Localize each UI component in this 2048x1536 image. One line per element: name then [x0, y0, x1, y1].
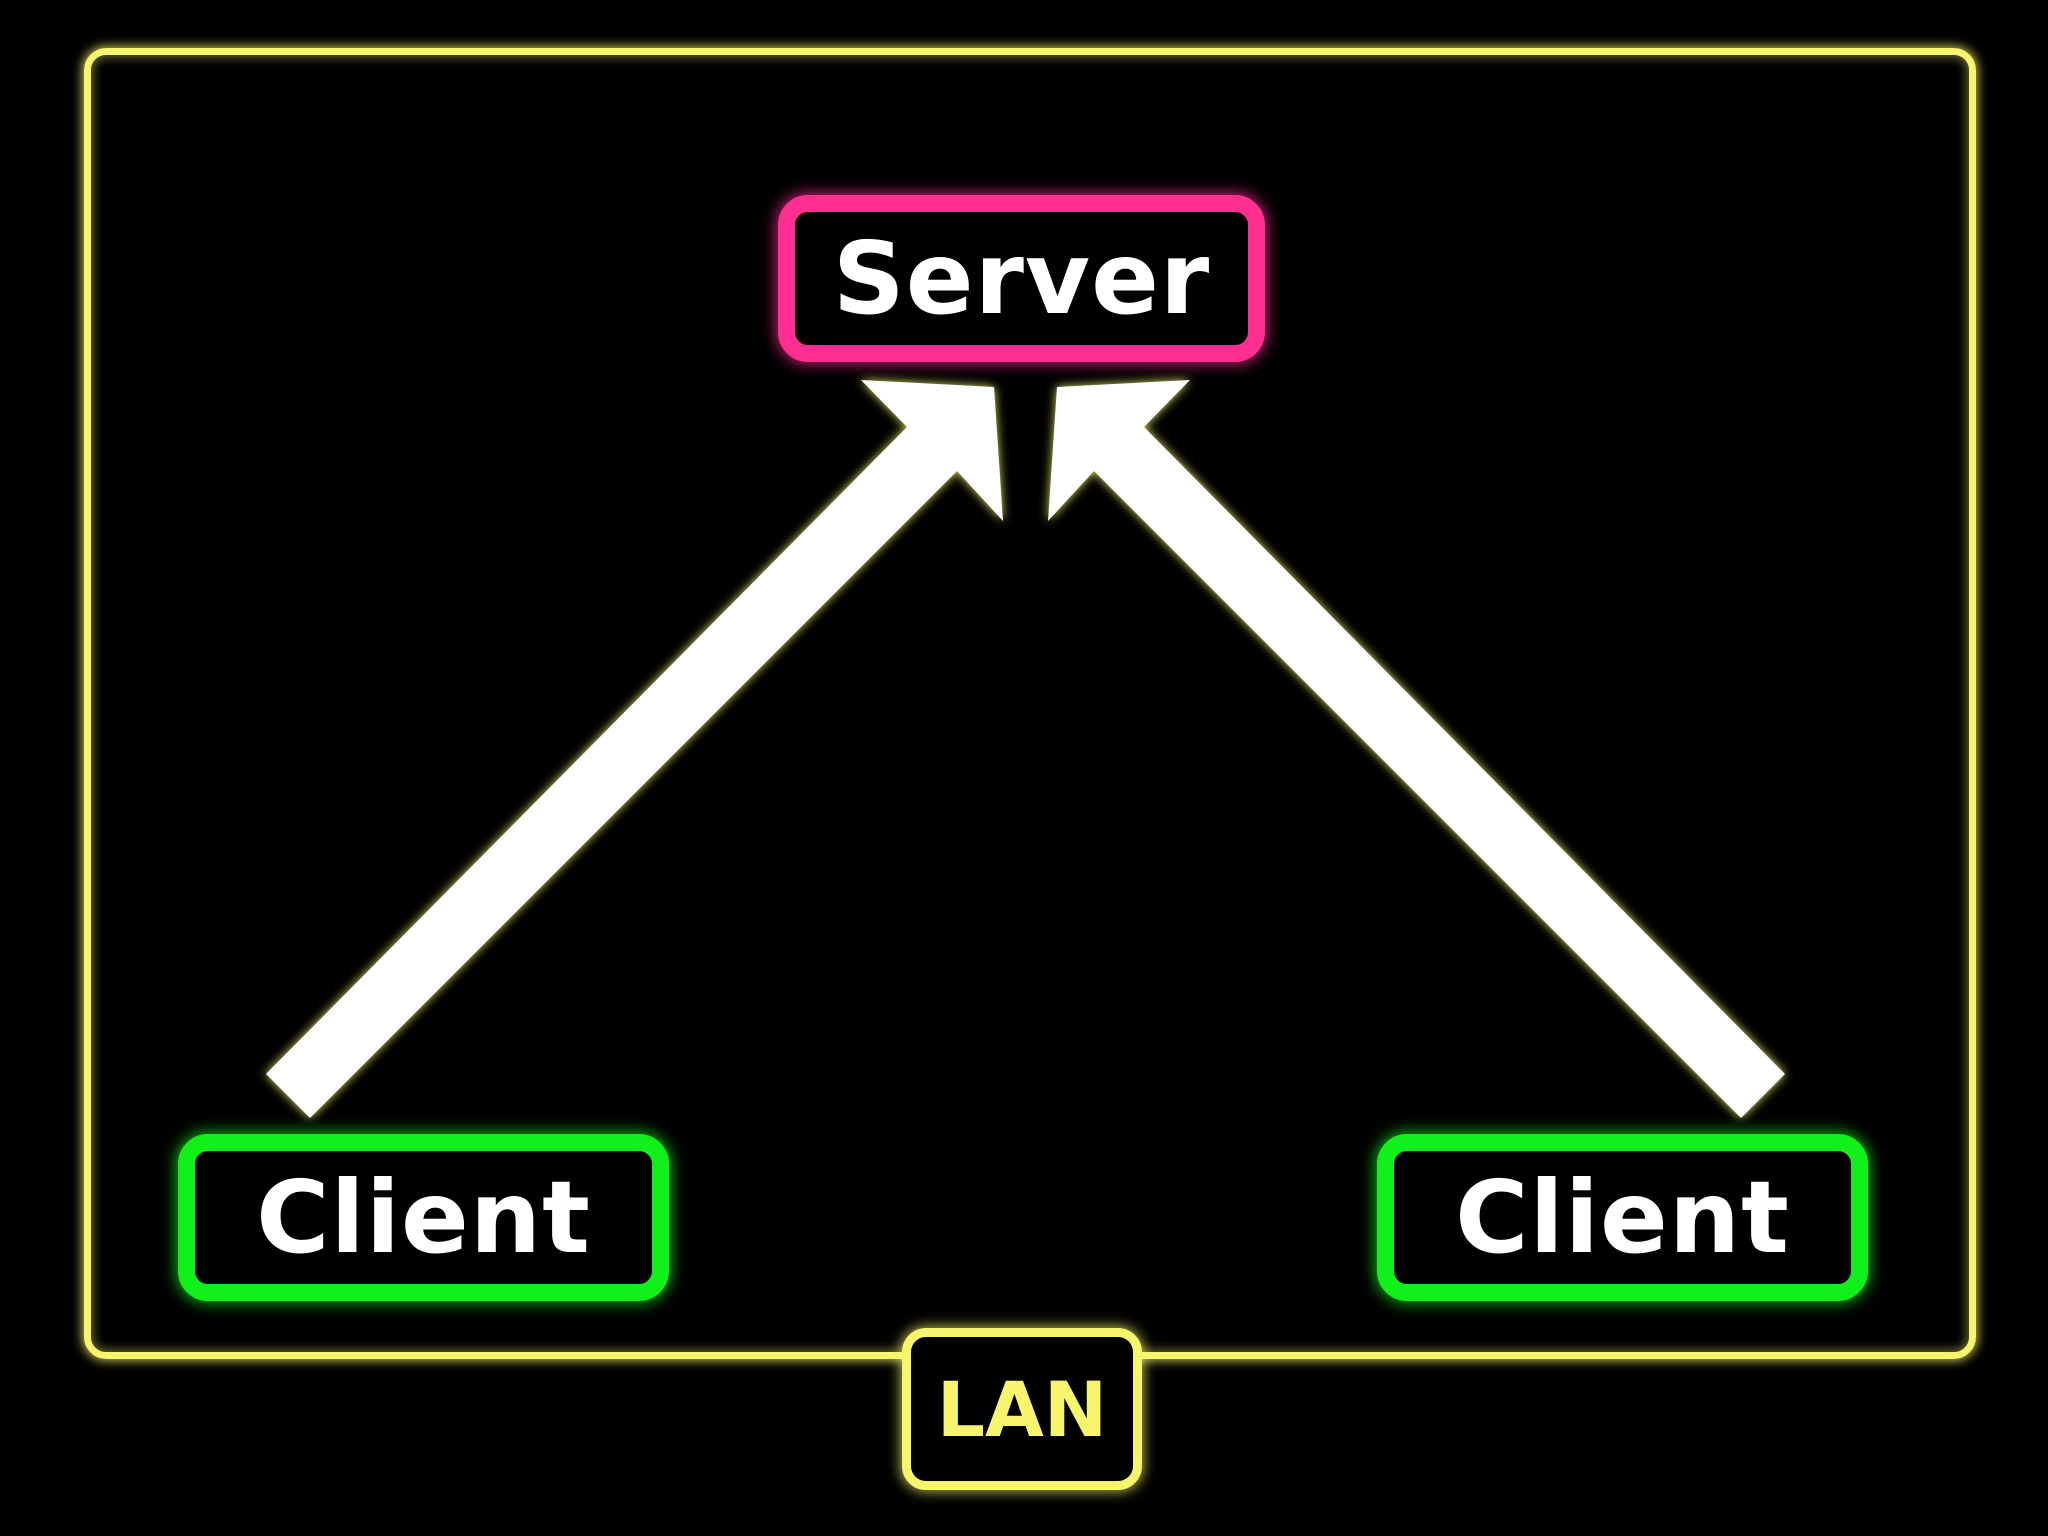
client-node-left: Client: [178, 1134, 669, 1301]
client-node-right: Client: [1377, 1134, 1868, 1301]
server-node: Server: [778, 195, 1265, 362]
server-label: Server: [832, 220, 1211, 337]
client-label-left: Client: [256, 1159, 591, 1276]
lan-label: LAN: [936, 1364, 1108, 1454]
arrow-left-client-to-server: [266, 380, 1003, 1118]
lan-label-badge: LAN: [902, 1328, 1142, 1490]
client-label-right: Client: [1455, 1159, 1790, 1276]
arrow-right-client-to-server: [1048, 380, 1785, 1118]
